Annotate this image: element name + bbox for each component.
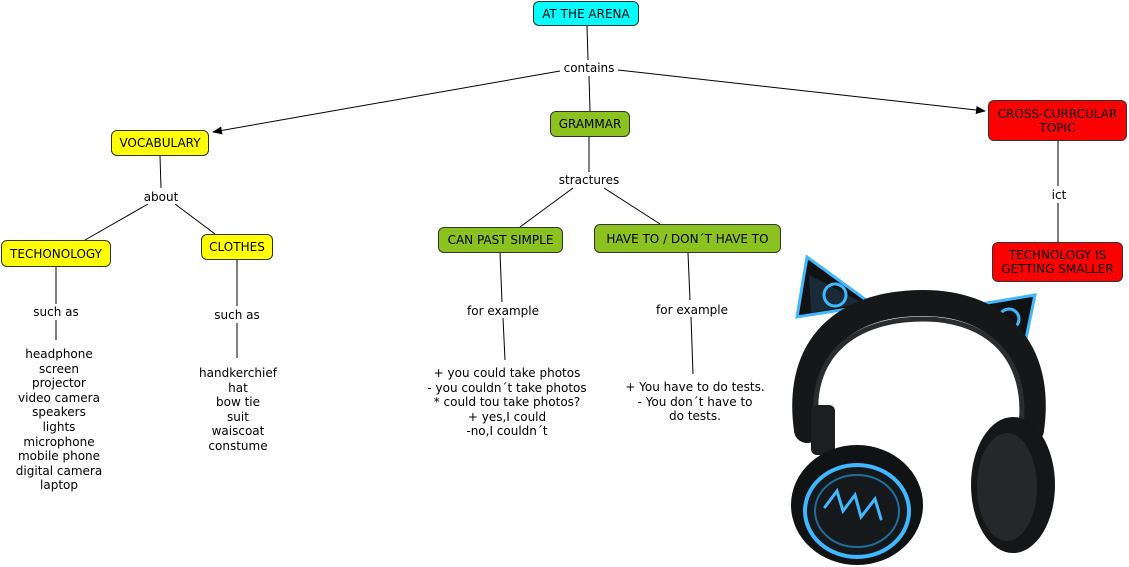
root-node-label: AT THE ARENA — [542, 6, 630, 21]
list-item: + yes,I could — [467, 409, 547, 424]
cross-curricular-node-label: CROSS-CURRCULAR TOPIC — [997, 106, 1118, 135]
list-item: hat — [228, 380, 248, 395]
root-node[interactable]: AT THE ARENA — [533, 1, 639, 26]
list-item: * could tou take photos? — [433, 395, 581, 410]
link-for-example-past: for example — [465, 304, 541, 318]
have-to-examples: + You have to do tests. - You don´t have… — [625, 380, 764, 424]
clothes-node-label: CLOTHES — [209, 240, 265, 254]
list-item: mobile phone — [17, 449, 101, 464]
list-item: -no,I couldn´t — [466, 424, 548, 439]
list-item: laptop — [40, 478, 78, 493]
list-item: do tests. — [669, 409, 721, 424]
list-item: waiscoat — [211, 424, 265, 439]
list-item: + You have to do tests. — [625, 380, 765, 394]
link-such-as-clothes: such as — [212, 308, 262, 322]
list-item: lights — [42, 419, 76, 434]
list-item: headphone — [25, 347, 93, 361]
link-about: about — [141, 190, 181, 204]
grammar-node-label: GRAMMAR — [558, 117, 622, 131]
list-item: projector — [32, 376, 86, 391]
list-item: digital camera — [15, 463, 103, 478]
list-item: video camera — [18, 390, 100, 405]
have-to-node-label: HAVE TO / DON´T HAVE TO — [606, 231, 769, 246]
list-item: screen — [39, 361, 79, 376]
list-item: suit — [227, 409, 249, 424]
clothes-node[interactable]: CLOTHES — [201, 234, 273, 260]
can-past-simple-node-label: CAN PAST SIMPLE — [447, 233, 554, 247]
technology-items-list: headphone screen projector video camera … — [16, 347, 102, 493]
list-item: speakers — [32, 405, 86, 420]
list-item: bow tie — [215, 395, 260, 410]
link-such-as-technology: such as — [31, 305, 81, 319]
link-ict: ict — [1049, 188, 1069, 202]
vocabulary-node-label: VOCABULARY — [119, 136, 201, 150]
list-item: constume — [208, 438, 268, 453]
clothes-items-list: handkerchief hat bow tie suit waiscoat c… — [199, 366, 277, 454]
list-item: + you could take photos — [433, 366, 581, 380]
cross-curricular-node[interactable]: CROSS-CURRCULAR TOPIC — [988, 100, 1127, 141]
techonology-node[interactable]: TECHONOLOGY — [1, 240, 111, 267]
list-item: microphone — [23, 434, 95, 449]
technology-smaller-node[interactable]: TECHNOLOGY IS GETTING SMALLER — [992, 242, 1123, 282]
link-contains: contains — [561, 61, 617, 75]
vocabulary-node[interactable]: VOCABULARY — [111, 130, 209, 156]
list-item: handkerchief — [199, 366, 277, 380]
cat-ear-headphones-icon — [791, 255, 1055, 565]
can-past-simple-node[interactable]: CAN PAST SIMPLE — [438, 227, 563, 253]
grammar-node[interactable]: GRAMMAR — [550, 111, 630, 137]
link-for-example-have: for example — [654, 303, 730, 317]
link-stractures: stractures — [556, 173, 622, 187]
list-item: - you couldn´t take photos — [427, 380, 587, 395]
technology-smaller-node-label: TECHNOLOGY IS GETTING SMALLER — [1001, 248, 1114, 276]
techonology-node-label: TECHONOLOGY — [10, 246, 102, 261]
past-simple-examples: + you could take photos - you couldn´t t… — [427, 366, 586, 439]
list-item: - You don´t have to — [637, 394, 753, 409]
have-to-node[interactable]: HAVE TO / DON´T HAVE TO — [594, 224, 781, 253]
